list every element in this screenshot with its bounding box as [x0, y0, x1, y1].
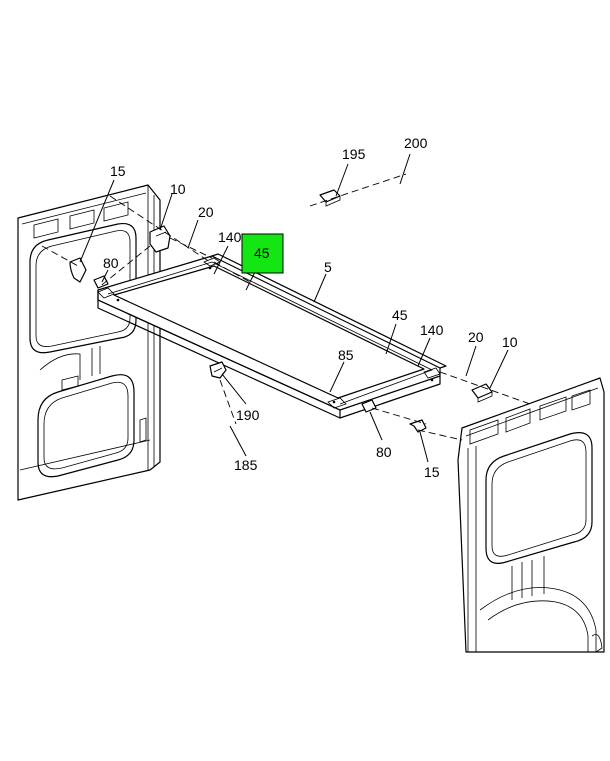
callout-140-right: 140: [420, 322, 444, 338]
callout-185: 185: [234, 457, 258, 473]
callout-140-left: 140: [218, 229, 242, 245]
highlight-box-45: [241, 233, 284, 274]
hardware-parts: [69, 189, 493, 433]
leader-lines: [79, 153, 509, 463]
callout-190: 190: [236, 407, 260, 423]
callout-10-right: 10: [502, 334, 518, 350]
callout-15-right: 15: [424, 464, 440, 480]
callout-45-right: 45: [392, 307, 408, 323]
callout-200: 200: [404, 135, 428, 151]
callout-45-highlighted: 45: [254, 245, 270, 261]
callout-15-left: 15: [110, 163, 126, 179]
callout-80-right: 80: [376, 444, 392, 460]
callout-10-left: 10: [170, 181, 186, 197]
callout-195: 195: [342, 146, 366, 162]
callout-85: 85: [338, 347, 354, 363]
shelf-frame: [97, 253, 447, 419]
callout-20-left: 20: [198, 204, 214, 220]
callout-5: 5: [324, 259, 332, 275]
callout-80-left: 80: [103, 255, 119, 271]
left-side-panel: [17, 184, 161, 501]
callout-labels: 195 200 15 10 20 140 45 5 80 45 140 20 1…: [103, 135, 518, 480]
right-side-panel: [457, 377, 605, 653]
callout-20-right: 20: [468, 329, 484, 345]
